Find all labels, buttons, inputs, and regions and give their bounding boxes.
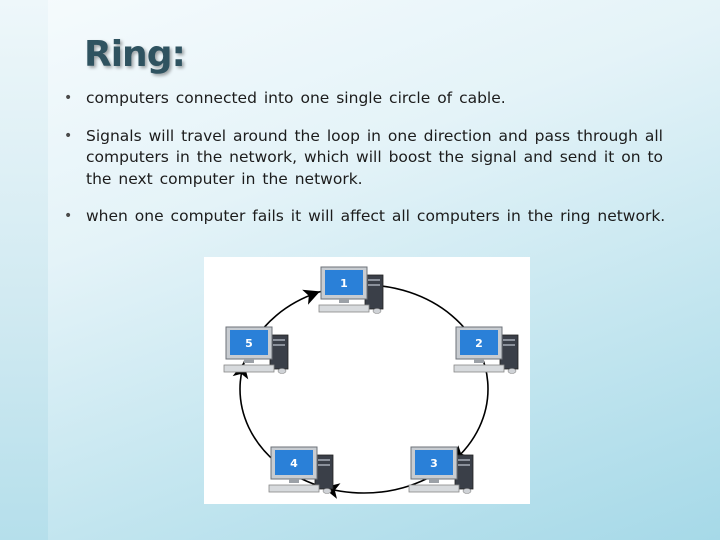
bullet-icon: • [64,208,73,224]
ring-network-diagram: 1 2 3 4 5 [204,257,530,504]
node-label: 4 [290,457,298,470]
bullet-item: • Signals will travel around the loop in… [62,126,682,191]
computer-node: 5 [223,326,289,374]
computer-node: 4 [268,446,334,494]
bullet-icon: • [64,127,73,144]
keyboard-icon [408,484,460,493]
mouse-icon [507,368,517,374]
node-label: 5 [245,337,253,350]
computer-node: 1 [318,266,384,314]
mouse-icon [277,368,287,374]
computer-node: 2 [453,326,519,374]
node-label: 3 [430,457,438,470]
keyboard-icon [453,364,505,373]
screen-icon [325,270,363,295]
bullet-icon: • [64,90,73,106]
bullet-text: computers connected into one single circ… [86,89,506,107]
bullet-item: • when one computer fails it will affect… [62,206,682,228]
bullet-text: when one computer fails it will affect a… [86,207,666,225]
mouse-icon [462,488,472,494]
mouse-icon [322,488,332,494]
bullet-list: • computers connected into one single ci… [62,88,682,244]
computer-node: 3 [408,446,474,494]
node-label: 2 [475,337,483,350]
screen-icon [275,450,313,475]
screen-icon [460,330,498,355]
node-label: 1 [340,277,348,290]
bullet-text: Signals will travel around the loop in o… [86,126,663,188]
left-accent-bar [0,0,48,540]
slide-title: Ring: [84,34,186,75]
bullet-item: • computers connected into one single ci… [62,88,682,110]
direction-arrow-icon [302,289,320,305]
screen-icon [415,450,453,475]
mouse-icon [372,308,382,314]
keyboard-icon [223,364,275,373]
ring-diagram-svg: 1 2 3 4 5 [223,266,519,499]
screen-icon [230,330,268,355]
keyboard-icon [318,304,370,313]
keyboard-icon [268,484,320,493]
